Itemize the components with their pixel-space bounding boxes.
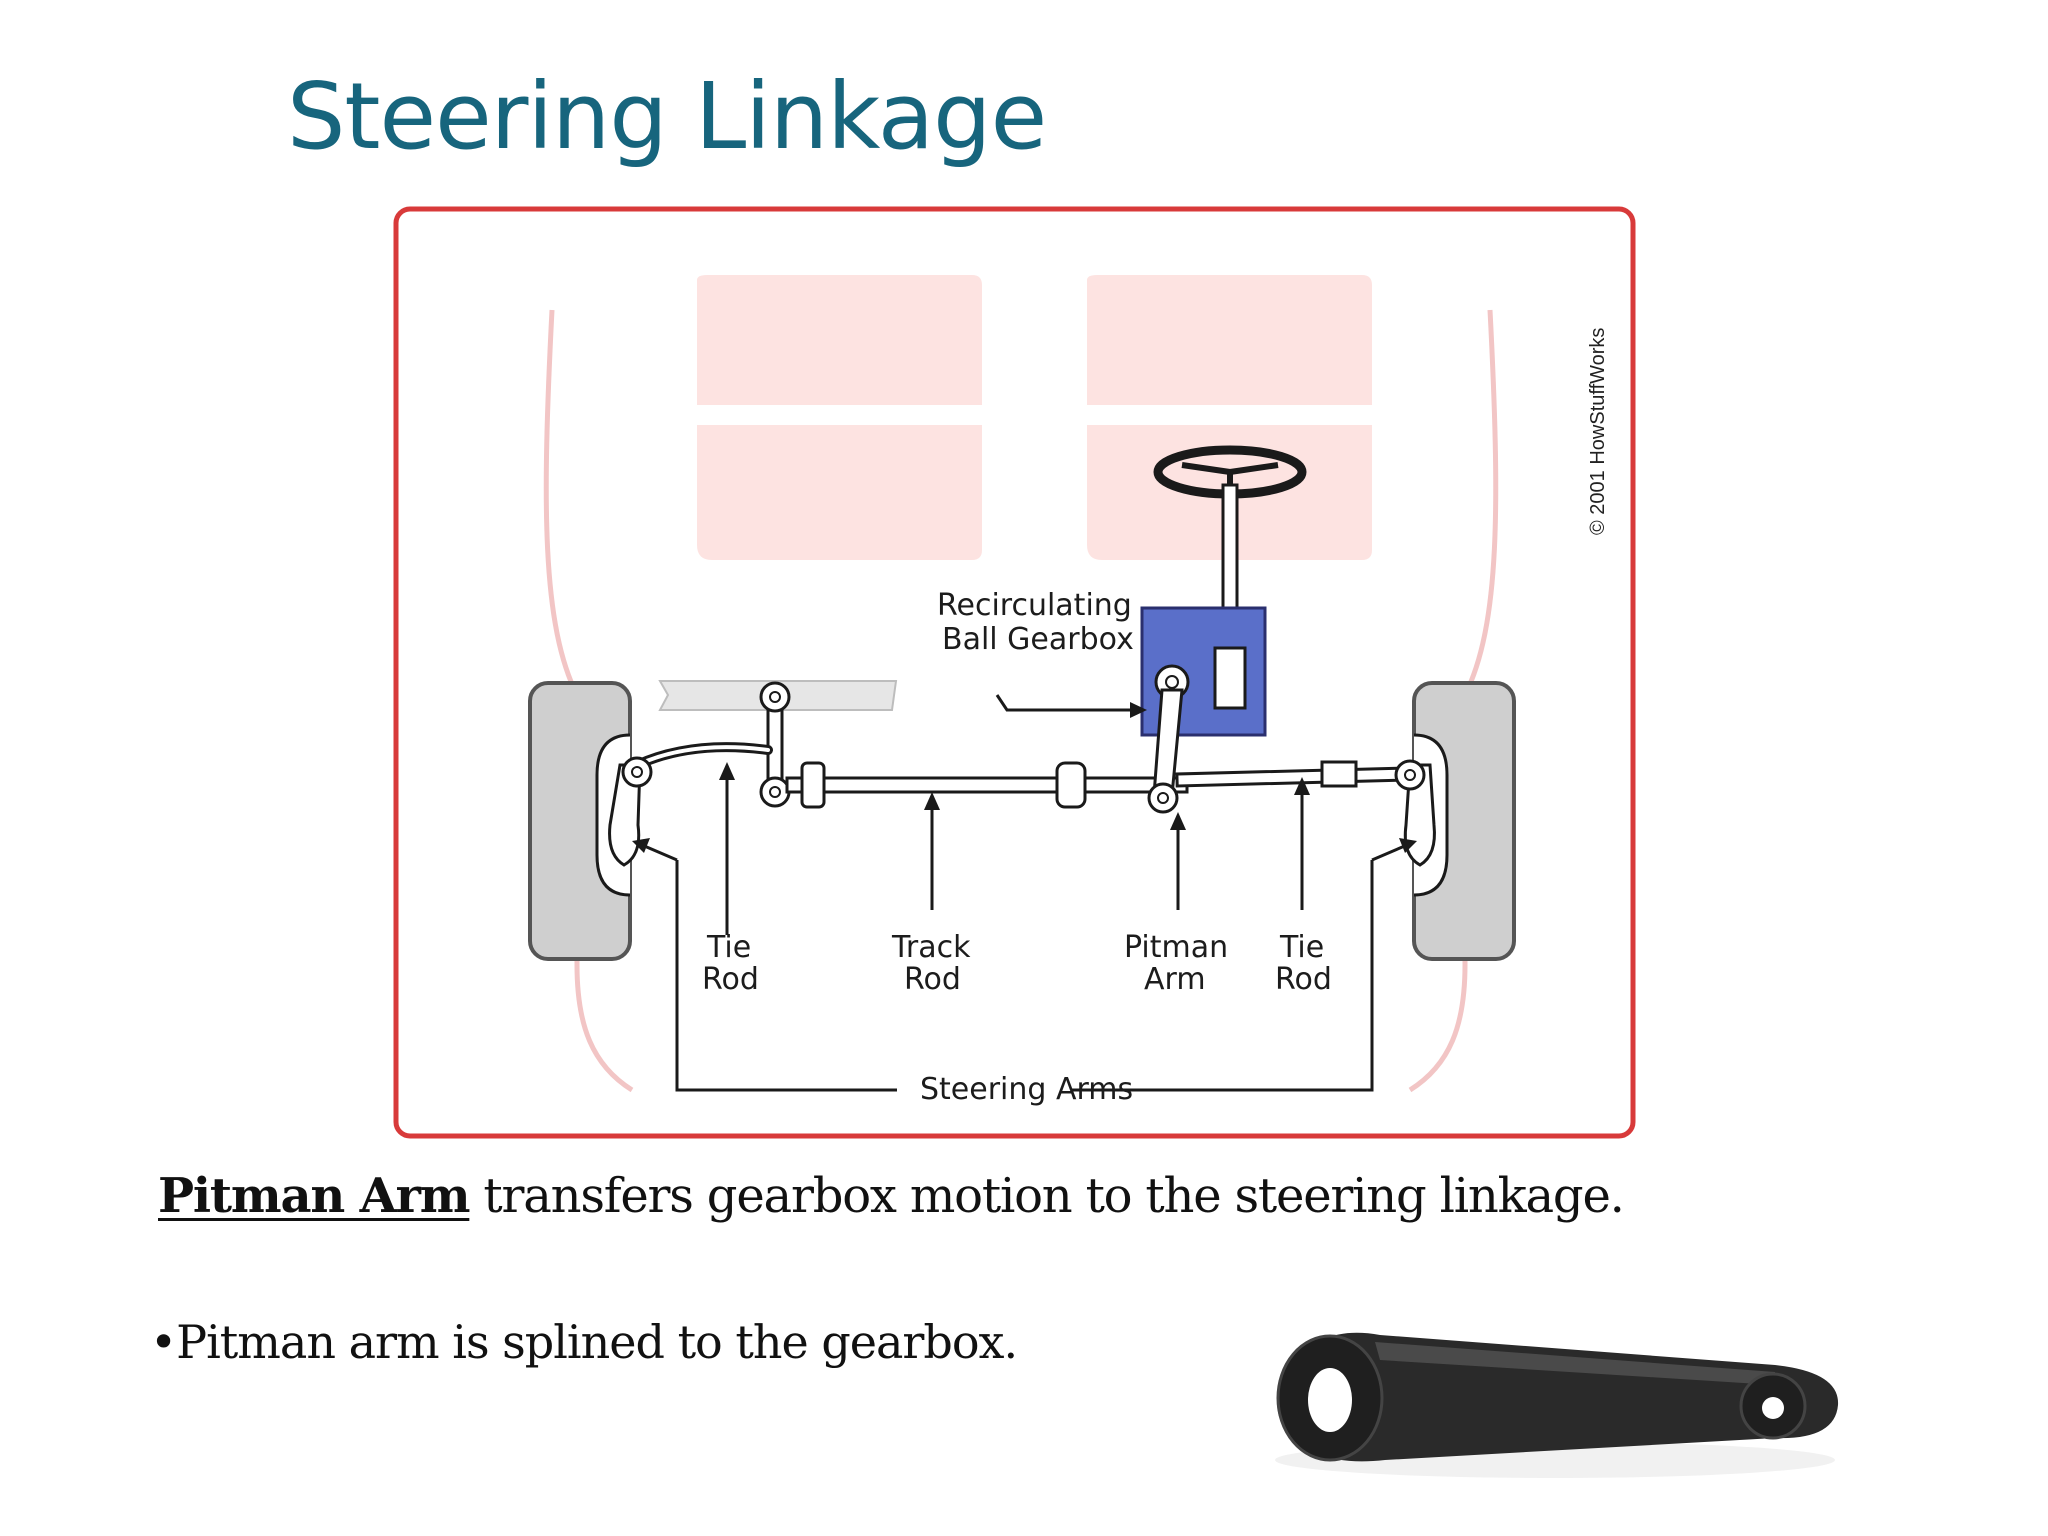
pitman-arm-definition: Pitman Arm transfers gearbox motion to t… (158, 1168, 1625, 1224)
label-pitman-arm-line1: Pitman (1124, 930, 1228, 965)
steering-linkage-diagram: Recirculating Ball Gearbox Tie Rod Track… (392, 205, 1637, 1140)
label-tie-rod-right-line2: Rod (1275, 962, 1332, 997)
bullet-splined: •Pitman arm is splined to the gearbox. (150, 1315, 1018, 1369)
steering-arm-left (608, 763, 642, 867)
pitman-arm-definition-text: transfers gearbox motion to the steering… (469, 1168, 1625, 1224)
label-tie-rod-left-line1: Tie (706, 930, 751, 965)
car-body-left-outline (543, 309, 634, 1093)
label-gearbox-line1: Recirculating (937, 588, 1132, 623)
label-tie-rod-left-line2: Rod (702, 962, 759, 997)
label-track-rod-line1: Track (891, 930, 971, 965)
pitman-arm-photo (1255, 1310, 1855, 1490)
label-track-rod-line2: Rod (904, 962, 961, 997)
track-rod (785, 776, 1189, 794)
pitman-arm-term: Pitman Arm (158, 1168, 471, 1224)
label-pitman-arm-line2: Arm (1144, 962, 1206, 997)
car-body-right-outline (1408, 309, 1499, 1093)
label-gearbox-line2: Ball Gearbox (942, 622, 1134, 657)
slide-title: Steering Linkage (287, 63, 1047, 170)
copyright-notice: © 2001 HowStuffWorks (1587, 328, 1609, 535)
diagram-frame (393, 206, 1636, 1139)
seat-left (697, 275, 982, 560)
label-steering-arms: Steering Arms (920, 1072, 1133, 1107)
label-tie-rod-right-line1: Tie (1279, 930, 1324, 965)
